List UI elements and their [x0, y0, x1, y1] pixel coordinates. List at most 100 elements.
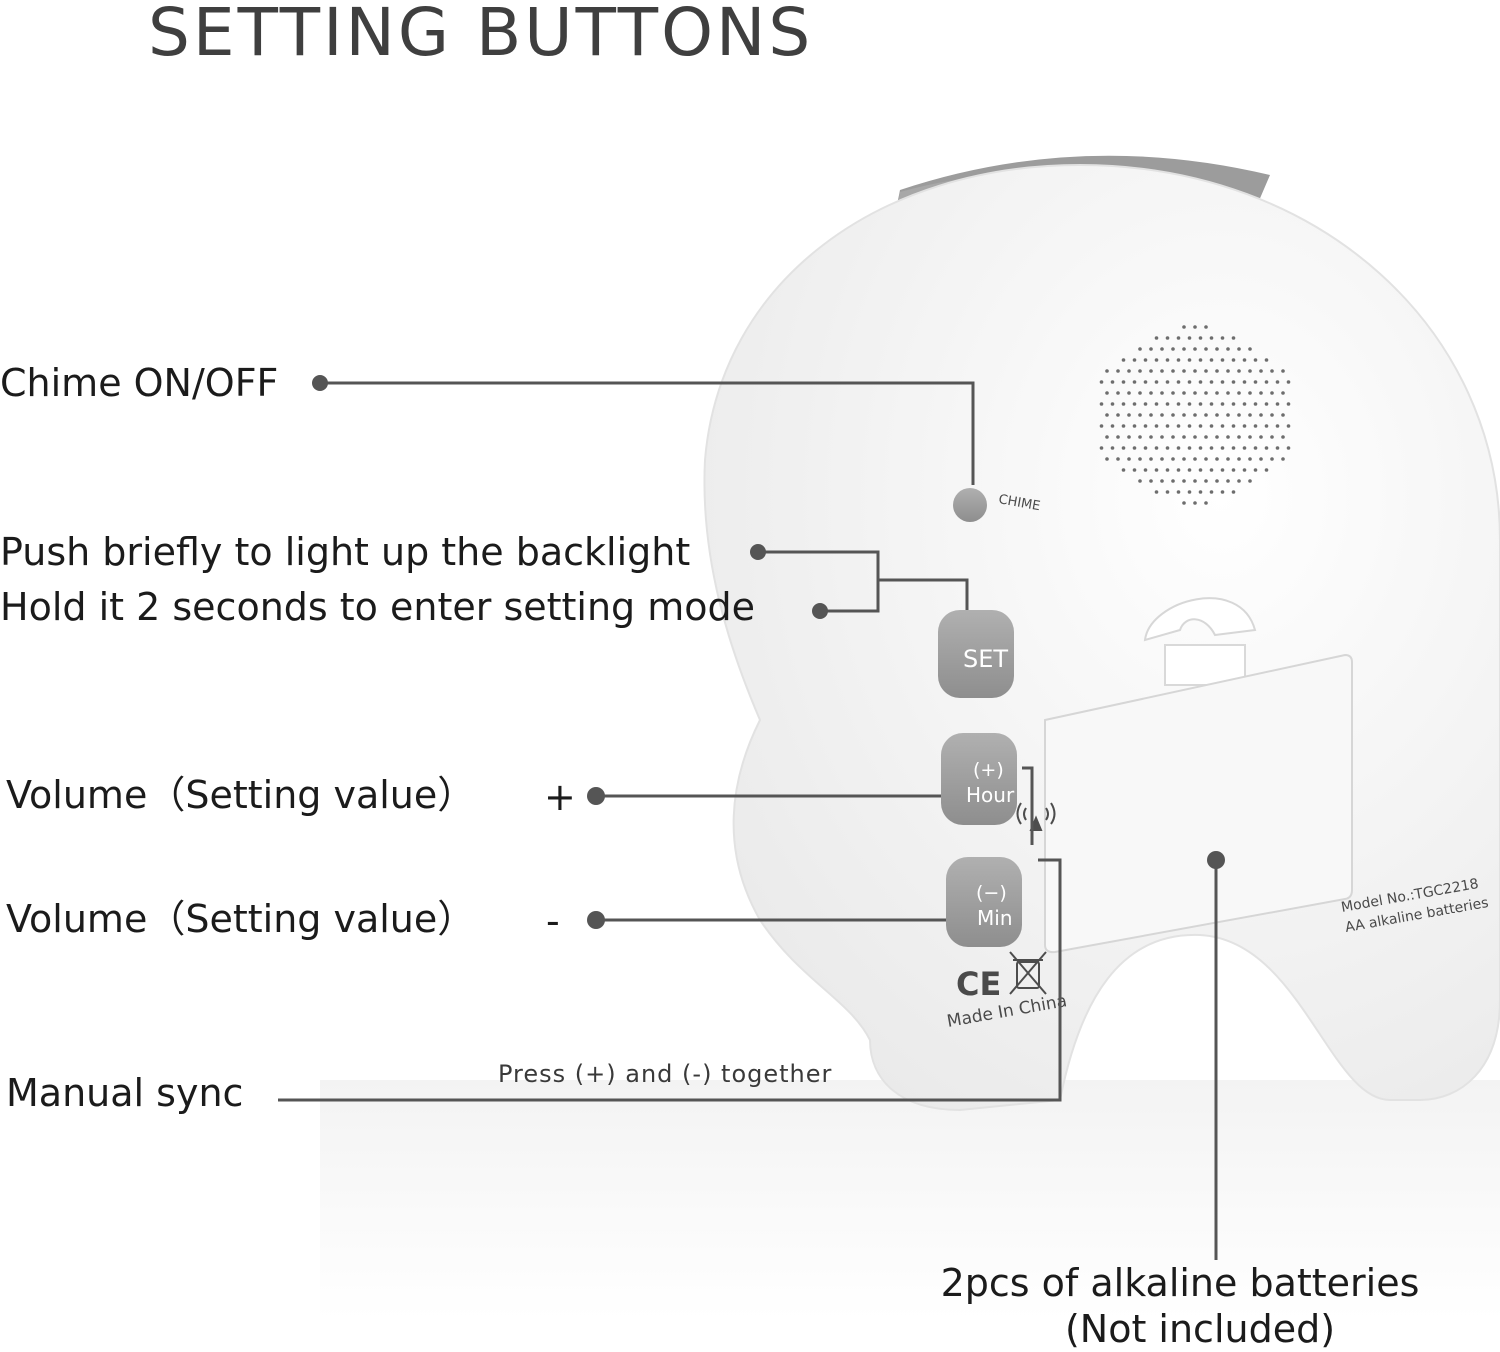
speaker-hole: [1198, 468, 1203, 472]
speaker-hole: [1187, 490, 1192, 494]
speaker-hole: [1149, 347, 1153, 351]
speaker-hole: [1231, 402, 1236, 406]
speaker-hole: [1204, 479, 1208, 483]
battery-latch: [1164, 644, 1246, 686]
speaker-hole: [1242, 380, 1247, 384]
speaker-hole: [1182, 369, 1186, 373]
speaker-hole: [1160, 347, 1164, 351]
speaker-hole: [1226, 457, 1230, 461]
speaker-hole: [1226, 413, 1230, 417]
speaker-hole: [1242, 402, 1247, 406]
speaker-hole: [1171, 413, 1175, 417]
leader-lines: [278, 381, 1218, 1260]
speaker-hole: [1270, 457, 1274, 461]
speaker-hole: [1259, 457, 1263, 461]
speaker-hole: [1220, 380, 1225, 384]
speaker-hole: [1138, 435, 1142, 439]
speaker-hole: [1160, 369, 1164, 373]
speaker-hole: [1176, 402, 1181, 406]
setting-mode-callout: Hold it 2 seconds to enter setting mode: [0, 585, 756, 629]
speaker-hole: [1138, 413, 1142, 417]
speaker-hole: [1154, 468, 1159, 472]
speaker-hole: [1165, 358, 1170, 362]
speaker-hole: [1171, 457, 1175, 461]
speaker-hole: [1171, 347, 1175, 351]
speaker-hole: [1198, 402, 1203, 406]
speaker-hole: [1248, 391, 1252, 395]
chime-button[interactable]: [953, 488, 987, 522]
speaker-hole: [1176, 446, 1181, 450]
speaker-hole: [1242, 424, 1247, 428]
speaker-hole: [1193, 479, 1197, 483]
speaker-hole: [1165, 336, 1170, 340]
speaker-hole: [1237, 369, 1241, 373]
speaker-hole: [1176, 490, 1181, 494]
minus-sign: -: [546, 899, 560, 943]
speaker-hole: [1138, 369, 1142, 373]
speaker-hole: [1193, 369, 1197, 373]
speaker-hole: [1248, 347, 1252, 351]
speaker-hole: [1182, 325, 1186, 329]
speaker-hole: [1182, 501, 1186, 505]
speaker-hole: [1215, 413, 1219, 417]
speaker-grille: [1099, 325, 1291, 505]
clock-body: [703, 163, 1500, 1112]
speaker-hole: [1105, 391, 1109, 395]
speaker-hole: [1154, 380, 1159, 384]
speaker-hole: [1253, 358, 1258, 362]
speaker-hole: [1286, 424, 1291, 428]
speaker-hole: [1132, 358, 1137, 362]
speaker-hole: [1226, 479, 1230, 483]
hour-plus-label: Hour: [966, 783, 1015, 807]
set-button[interactable]: [938, 610, 1014, 698]
speaker-hole: [1176, 424, 1181, 428]
speaker-hole: [1215, 435, 1219, 439]
speaker-hole: [1154, 358, 1159, 362]
speaker-hole: [1121, 468, 1126, 472]
speaker-hole: [1099, 446, 1104, 450]
speaker-hole: [1253, 402, 1258, 406]
speaker-hole: [1198, 380, 1203, 384]
speaker-hole: [1215, 479, 1219, 483]
speaker-hole: [1215, 347, 1219, 351]
speaker-hole: [1198, 424, 1203, 428]
battery-door-hook: [1143, 597, 1257, 642]
speaker-hole: [1132, 380, 1137, 384]
speaker-hole: [1099, 380, 1104, 384]
speaker-hole: [1209, 380, 1214, 384]
speaker-hole: [1204, 347, 1208, 351]
speaker-hole: [1187, 446, 1192, 450]
speaker-hole: [1121, 380, 1126, 384]
speaker-hole: [1237, 347, 1241, 351]
speaker-hole: [1275, 402, 1280, 406]
backlight-callout: Push briefly to light up the backlight: [0, 530, 691, 574]
batteries-callout-line1: 2pcs of alkaline batteries: [940, 1261, 1420, 1305]
speaker-hole: [1248, 435, 1252, 439]
speaker-hole: [1220, 402, 1225, 406]
speaker-hole: [1259, 369, 1263, 373]
hour-plus-button[interactable]: [941, 733, 1017, 825]
sync-hint: Press (+) and (-) together: [498, 1060, 833, 1088]
speaker-hole: [1259, 435, 1263, 439]
speaker-hole: [1138, 457, 1142, 461]
batteries-callout-line2: (Not included): [1064, 1307, 1336, 1351]
speaker-hole: [1110, 446, 1115, 450]
speaker-hole: [1154, 424, 1159, 428]
battery-door: [1044, 653, 1353, 954]
speaker-hole: [1182, 479, 1186, 483]
speaker-hole: [1253, 468, 1258, 472]
speaker-hole: [1105, 457, 1109, 461]
min-minus-button[interactable]: [946, 857, 1022, 947]
speaker-hole: [1226, 435, 1230, 439]
speaker-hole: [1187, 424, 1192, 428]
speaker-hole: [1204, 457, 1208, 461]
speaker-hole: [1182, 413, 1186, 417]
speaker-hole: [1176, 468, 1181, 472]
speaker-hole: [1220, 358, 1225, 362]
ce-mark: CE: [956, 965, 1001, 1003]
speaker-hole: [1215, 391, 1219, 395]
speaker-hole: [1149, 391, 1153, 395]
speaker-hole: [1149, 413, 1153, 417]
speaker-hole: [1248, 479, 1252, 483]
speaker-hole: [1286, 402, 1291, 406]
